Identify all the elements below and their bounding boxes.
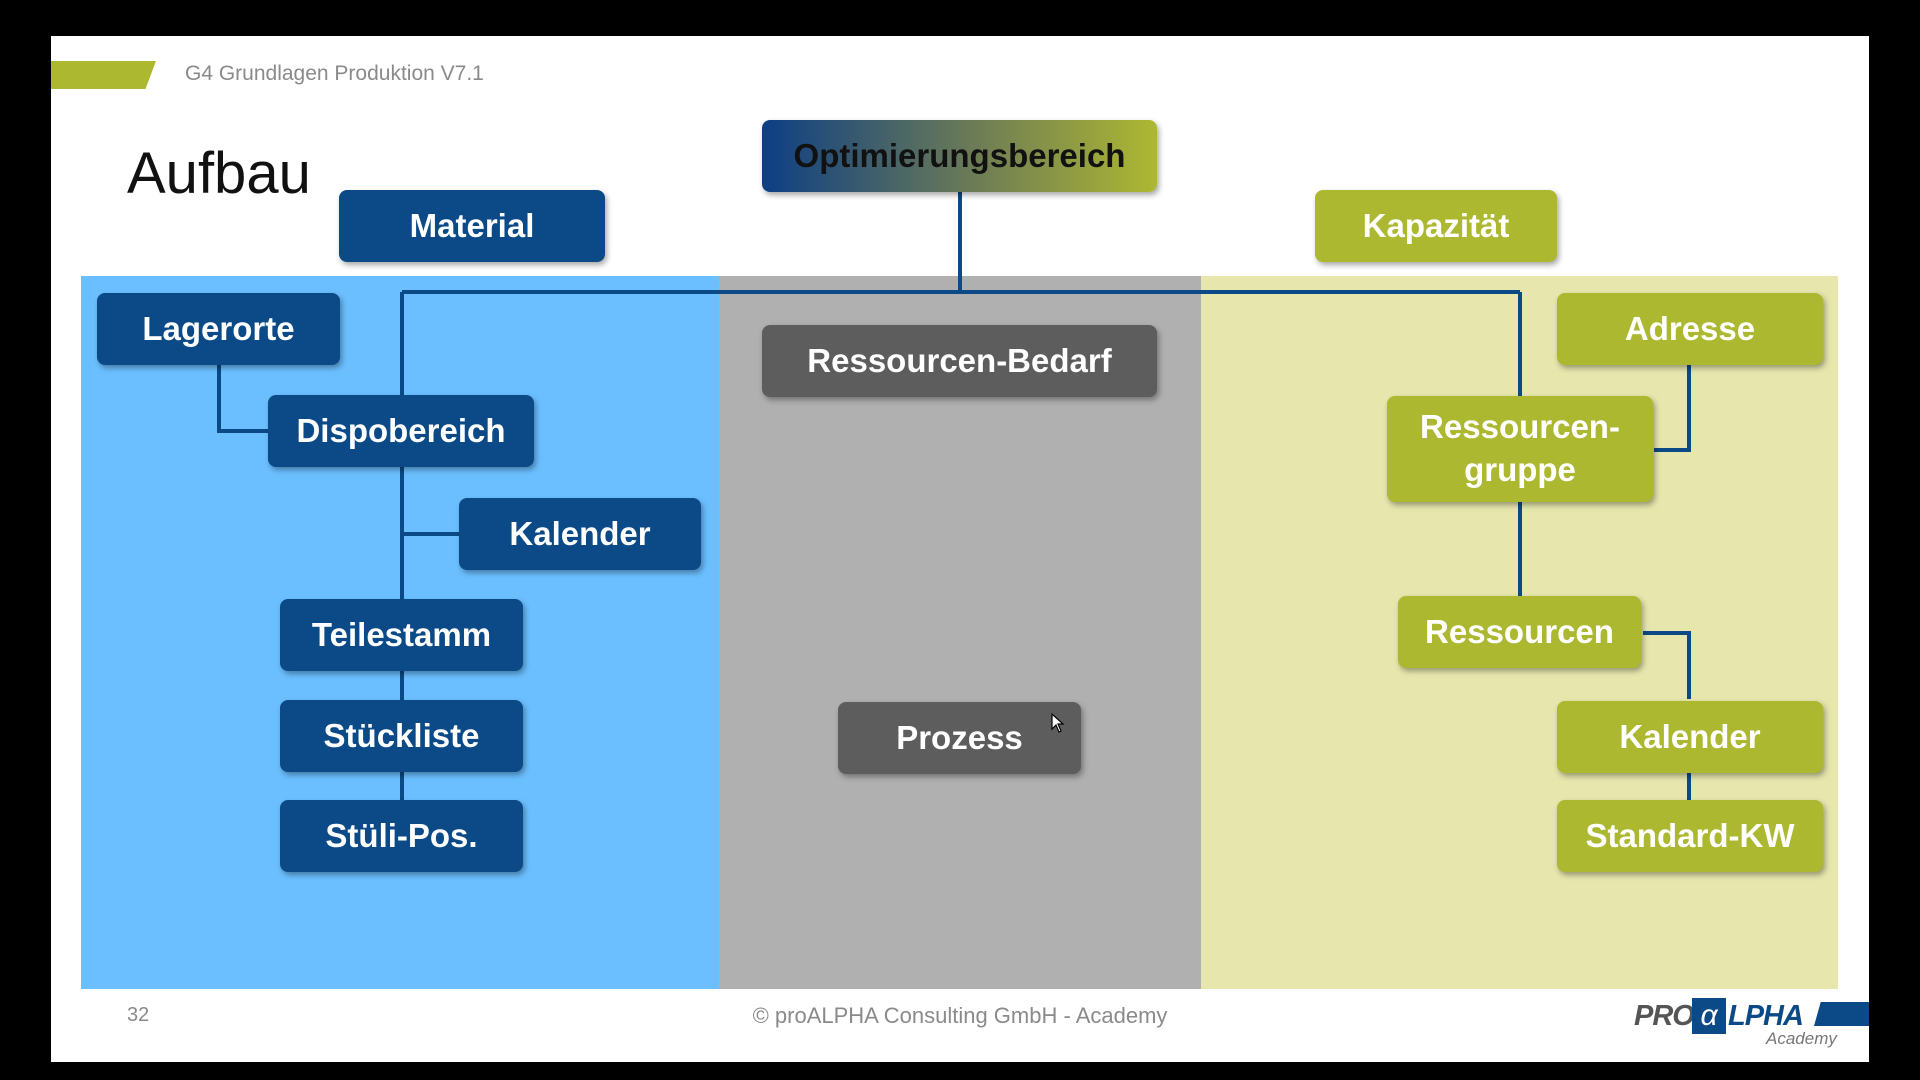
optimierungsbereich-box: Optimierungsbereich: [762, 120, 1157, 192]
mouse-cursor-icon: [1051, 713, 1065, 733]
slide-title: Aufbau: [127, 141, 311, 206]
page-number: 32: [127, 1004, 150, 1026]
logo-lpha-text: LPHA: [1728, 1000, 1804, 1032]
logo-alpha-icon: α: [1692, 998, 1726, 1034]
kapazitaet-heading-box: Kapazität: [1315, 190, 1557, 262]
footer-accent-bar: [1814, 1002, 1869, 1026]
connector-lines: [217, 192, 1691, 842]
course-title: G4 Grundlagen Produktion V7.1: [185, 62, 484, 85]
logo-academy-text: Academy: [1766, 1029, 1837, 1048]
adresse-box: Adresse: [1557, 293, 1823, 365]
logo-pro-text: PRO: [1634, 1000, 1695, 1032]
dispobereich-box: Dispobereich: [268, 395, 534, 467]
connector-ressourcen-kalender: [1643, 631, 1691, 699]
slide: G4 Grundlagen Produktion V7.1 Aufbau Opt…: [51, 36, 1869, 1062]
standard-kw-box: Standard-KW: [1557, 800, 1823, 872]
header-accent-bar: [51, 61, 156, 89]
teilestamm-box: Teilestamm: [280, 599, 523, 671]
ressourcen-bedarf-box: Ressourcen-Bedarf: [762, 325, 1157, 397]
stueli-pos-box: Stüli-Pos.: [280, 800, 523, 872]
stueckliste-box: Stückliste: [280, 700, 523, 772]
connector-lagerorte-dispo: [217, 359, 268, 433]
prozess-box: Prozess: [838, 702, 1081, 774]
ressourcengruppe-box: Ressourcen- gruppe: [1387, 396, 1653, 502]
kalender-kapazitaet-box: Kalender: [1557, 701, 1823, 773]
footer-copyright: © proALPHA Consulting GmbH - Academy: [752, 1003, 1168, 1028]
proalpha-logo: PRO α LPHA Academy: [1634, 998, 1869, 1048]
material-heading-box: Material: [339, 190, 605, 262]
kalender-material-box: Kalender: [459, 498, 701, 570]
ressourcen-box: Ressourcen: [1398, 596, 1641, 668]
lagerorte-box: Lagerorte: [97, 293, 340, 365]
connector-adresse-gruppe: [1654, 360, 1691, 452]
